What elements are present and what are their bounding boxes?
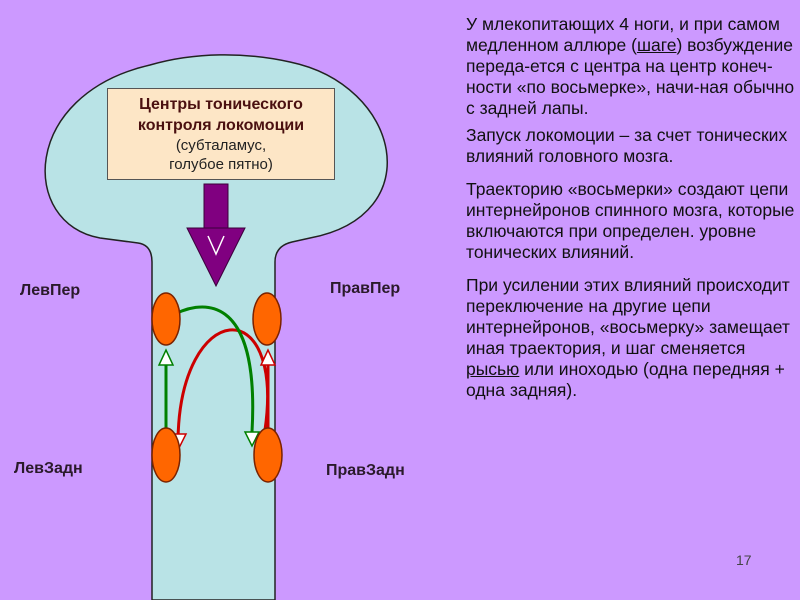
center-box-sub-line1: (субталамус, xyxy=(175,137,267,154)
p4-text-before: При усилении этих влияний происходит пер… xyxy=(466,275,790,358)
center-box-sub-line2: голубое пятно) xyxy=(169,156,273,173)
green-arrowhead-right-hind xyxy=(243,431,261,448)
spinal-cord-shape xyxy=(44,54,389,600)
center-box-title-line2: контроля локомоции xyxy=(137,117,305,134)
limb-center-left-front xyxy=(151,292,181,346)
paragraph-gait: У млекопитающих 4 ноги, и при самом медл… xyxy=(466,14,796,119)
right-hind-to-front-arrow xyxy=(259,348,277,428)
tonic-influence-arrow xyxy=(186,183,246,288)
limb-center-right-front xyxy=(252,292,282,346)
walk-term-link[interactable]: шаге xyxy=(636,35,677,55)
page-number: 17 xyxy=(736,552,752,568)
label-left-front: ЛевПер xyxy=(20,282,81,299)
paragraph-trajectory: Траекторию «восьмерки» создают цепи инте… xyxy=(466,179,795,262)
label-left-hind: ЛевЗадн xyxy=(14,460,83,477)
trot-term-link[interactable]: рысью xyxy=(466,359,520,379)
label-right-front: ПравПер xyxy=(330,280,401,297)
paragraph-launch: Запуск локомоции – за счет тонических вл… xyxy=(466,125,788,166)
left-hind-to-front-arrow xyxy=(157,348,175,428)
paragraph-switching: При усилении этих влияний происходит пер… xyxy=(466,275,796,401)
limb-center-left-hind xyxy=(151,427,181,483)
p1-text-before: У млекопитающих 4 ноги, и при самом медл… xyxy=(466,14,780,55)
explanation-text: У млекопитающих 4 ноги, и при самом медл… xyxy=(466,14,796,413)
label-right-hind: ПравЗадн xyxy=(326,462,405,479)
limb-center-right-hind xyxy=(253,427,283,483)
p1-text-after: ) возбуждение переда-ется с центра на це… xyxy=(466,35,795,118)
center-box-title-line1: Центры тонического xyxy=(139,96,303,113)
tonic-control-centers-box: Центры тонического контроля локомоции (с… xyxy=(107,88,335,180)
p4-text-after: или иноходью (одна передняя + одна задня… xyxy=(466,359,785,400)
green-pathway xyxy=(167,305,255,433)
